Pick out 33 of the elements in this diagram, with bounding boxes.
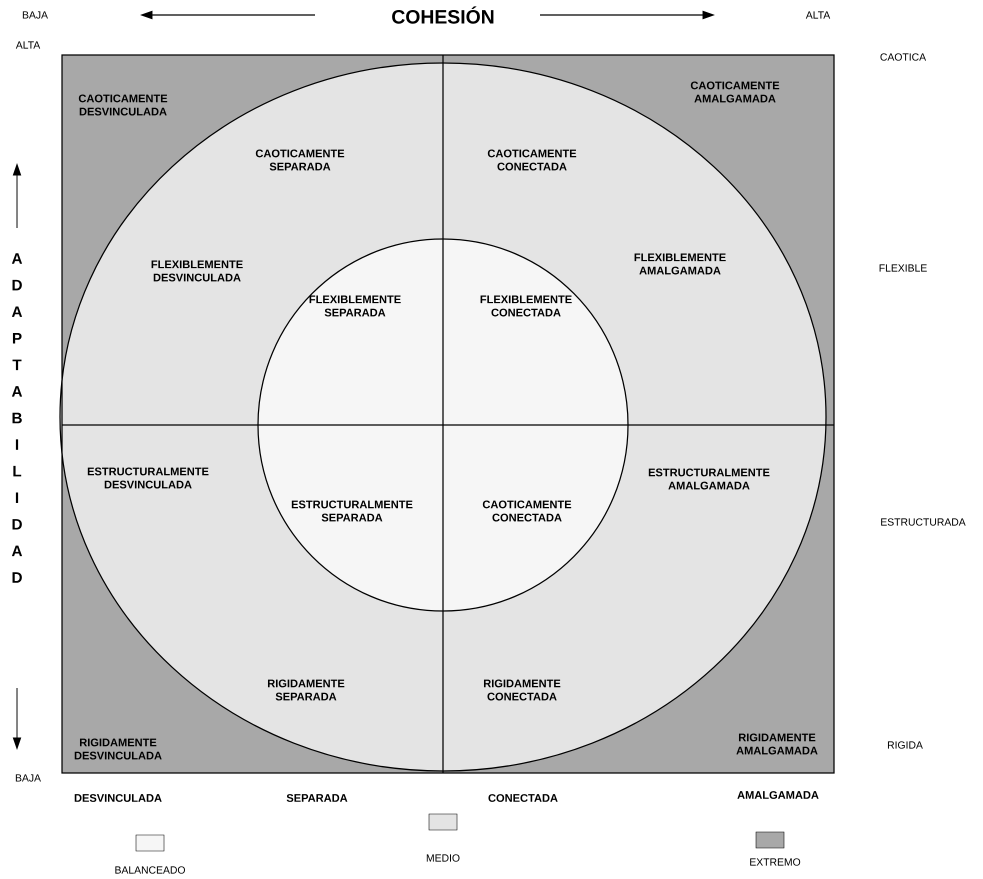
region-label: RIGIDAMENTE DESVINCULADA (74, 738, 162, 760)
region-label: CAOTICAMENTE DESVINCULADA (78, 94, 168, 116)
legend-label: BALANCEADO (115, 866, 185, 874)
legend-label: EXTREMO (750, 858, 800, 866)
axis-label: BAJA (22, 11, 48, 19)
legend-label: MEDIO (426, 854, 460, 862)
region-label: RIGIDAMENTE SEPARADA (268, 680, 344, 700)
axis-title: COHESIÓN (392, 6, 494, 24)
axis-label: CAOTICA (880, 53, 926, 61)
column-label: SEPARADA (286, 794, 348, 802)
column-label: AMALGAMADA (737, 791, 819, 799)
region-label: ESTRUCTURALMENTE SEPARADA (292, 500, 412, 522)
region-label: CAOTICAMENTE CONECTADA (488, 150, 576, 170)
region-label: ESTRUCTURALMENTE AMALGAMADA (648, 468, 770, 490)
axis-label: RIGIDA (888, 741, 923, 749)
axis-label: ALTA (806, 11, 830, 19)
region-label: RIGIDAMENTE AMALGAMADA (736, 734, 818, 754)
region-label: FLEXIBLEMENTE DESVINCULADA (152, 260, 243, 282)
column-label: CONECTADA (488, 794, 558, 802)
region-label: FLEXIBLEMENTE AMALGAMADA (634, 254, 726, 274)
axis-label: BAJA (16, 774, 41, 782)
region-label: CAOTICAMENTE SEPARADA (256, 150, 344, 170)
axis-title: A D A P T A B I L I D A D (12, 253, 22, 583)
region-label: CAOTICAMENTE CONECTADA (482, 500, 572, 522)
region-label: RIGIDAMENTE CONECTADA (484, 680, 560, 700)
region-label: FLEXIBLEMENTE SEPARADA (310, 296, 401, 316)
region-label: ESTRUCTURALMENTE DESVINCULADA (88, 468, 208, 488)
axis-label: ALTA (16, 41, 40, 49)
region-label: CAOTICAMENTE AMALGAMADA (690, 82, 780, 102)
region-label: FLEXIBLEMENTE CONECTADA (480, 296, 572, 316)
axis-label: FLEXIBLE (880, 264, 927, 272)
column-label: DESVINCULADA (74, 794, 162, 802)
axis-label: ESTRUCTURADA (881, 518, 966, 526)
